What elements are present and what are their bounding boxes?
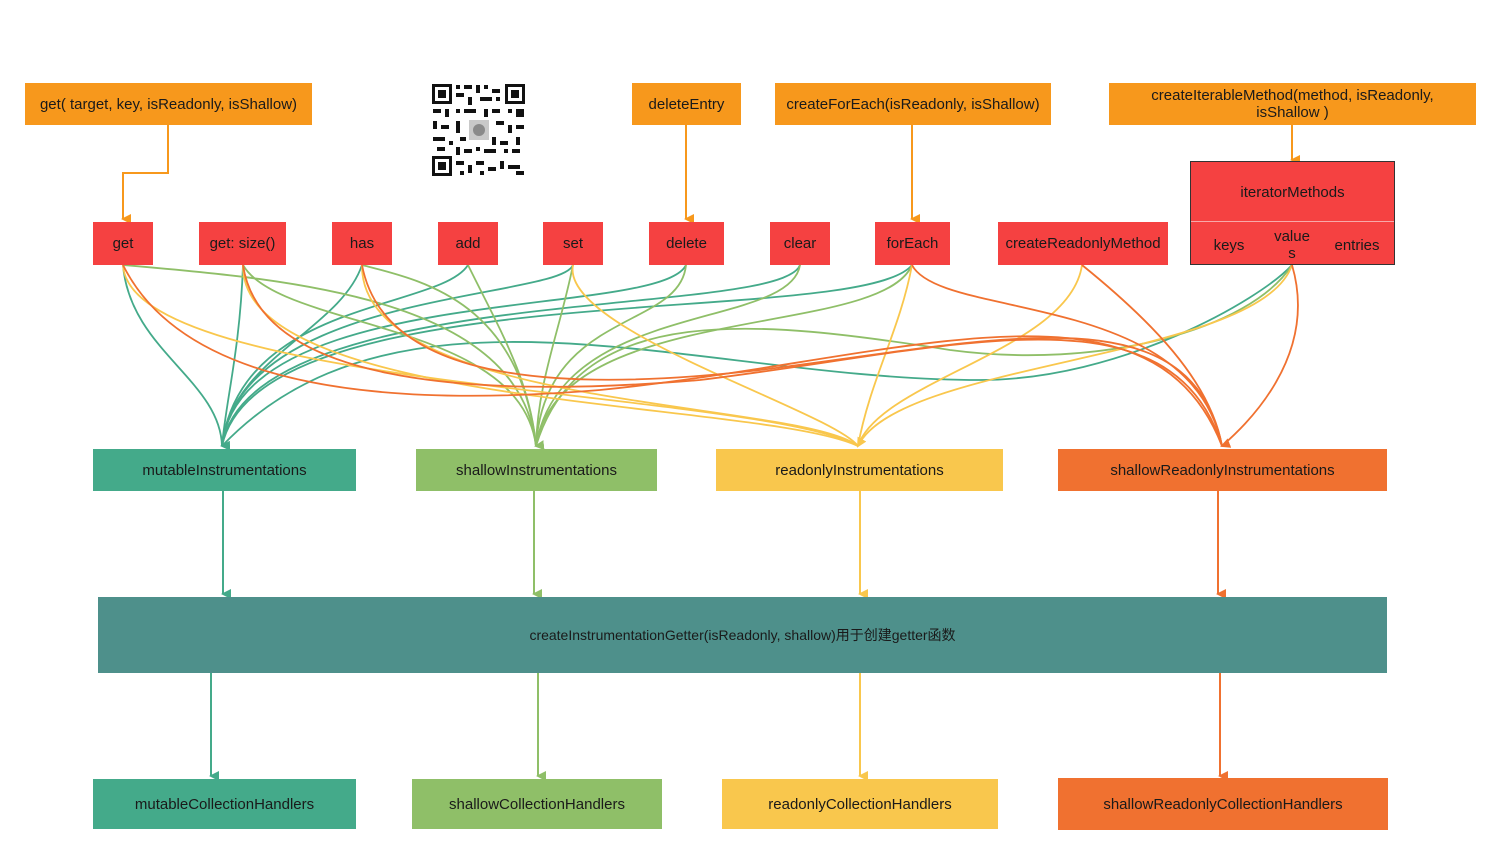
method-set: set [543, 222, 603, 265]
method-size: get: size() [199, 222, 286, 265]
readonly-collection-handlers-box: readonlyCollectionHandlers [722, 779, 998, 829]
method-delete: delete [649, 222, 724, 265]
shallow-readonly-curves [122, 264, 1299, 448]
iterator-methods-title: iteratorMethods [1240, 184, 1345, 201]
vertical-connectors [209, 491, 1228, 781]
shallow-readonly-instrumentations-box: shallowReadonlyInstrumentations [1058, 449, 1387, 491]
readonly-instrumentations-box: readonlyInstrumentations [716, 449, 1003, 491]
method-has: has [332, 222, 392, 265]
shallow-curves [122, 264, 1293, 451]
create-foreach-box: createForEach(isReadonly, isShallow) [775, 83, 1051, 125]
create-iterable-method-box: createIterableMethod(method, isReadonly,… [1109, 83, 1476, 125]
method-add: add [438, 222, 498, 265]
get-function-box: get( target, key, isReadonly, isShallow) [25, 83, 312, 125]
iterator-divider [1191, 221, 1394, 222]
instrumentation-getter-box: createInstrumentationGetter(isReadonly, … [98, 597, 1387, 673]
source-connectors [121, 125, 1300, 224]
shallow-instrumentations-box: shallowInstrumentations [416, 449, 657, 491]
iterator-entries: entries [1334, 236, 1380, 254]
shallow-readonly-collection-handlers-box: shallowReadonlyCollectionHandlers [1058, 778, 1388, 830]
method-create-readonly: createReadonlyMethod [998, 222, 1168, 265]
mutable-instrumentations-box: mutableInstrumentations [93, 449, 356, 491]
shallow-collection-handlers-box: shallowCollectionHandlers [412, 779, 662, 829]
qr-code-image [431, 83, 526, 177]
delete-entry-box: deleteEntry [632, 83, 741, 125]
iterator-methods-container [1190, 161, 1395, 265]
method-foreach: forEach [875, 222, 950, 265]
readonly-curves [122, 264, 1293, 448]
iterator-keys: keys [1213, 236, 1245, 254]
mutable-collection-handlers-box: mutableCollectionHandlers [93, 779, 356, 829]
iterator-values: values [1274, 228, 1310, 262]
method-clear: clear [770, 222, 830, 265]
method-get: get [93, 222, 153, 265]
